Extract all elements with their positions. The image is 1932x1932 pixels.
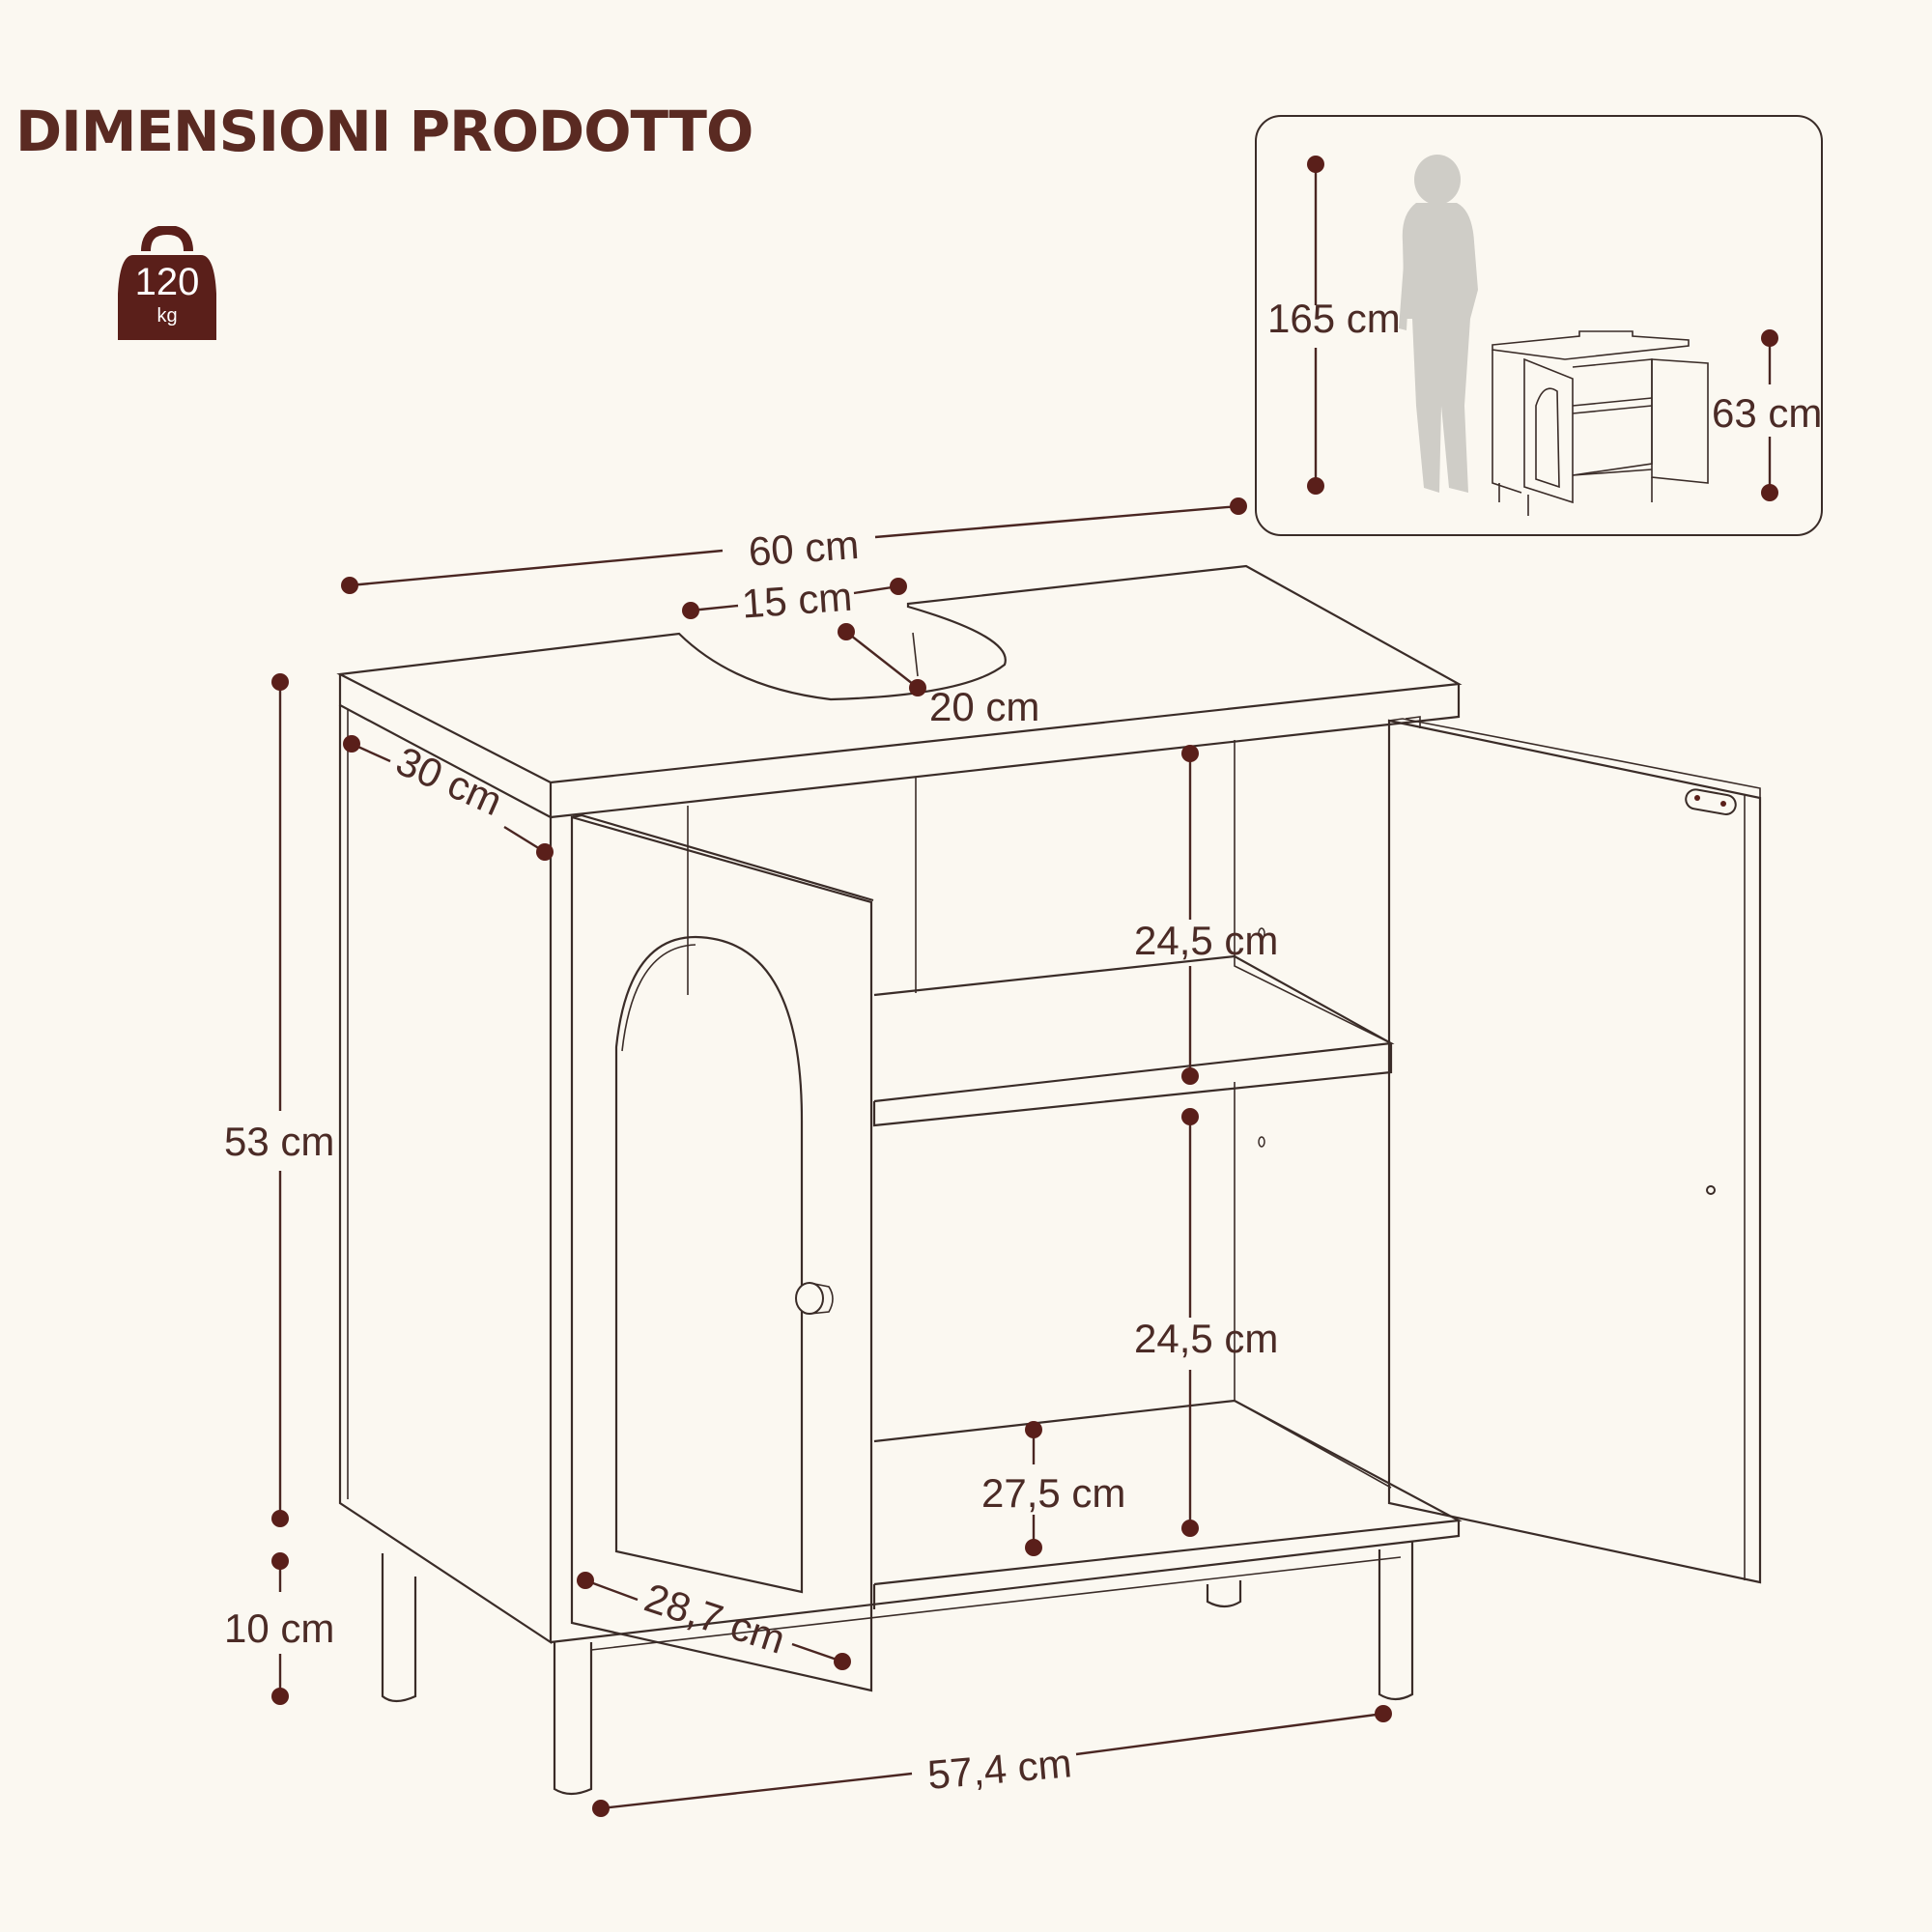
base-gap-label: 27,5 cm [981,1470,1125,1516]
dim-base-gap: 27,5 cm [981,1421,1125,1556]
dim-cutout-width: 15 cm [682,574,907,627]
inset-cabinet [1492,330,1709,516]
right-door [1387,718,1762,1584]
depth-label: 30 cm [389,738,509,824]
dim-width-top: 60 cm [341,497,1247,594]
dim-body-height: 53 cm [224,673,334,1527]
inset-cabinet-height-label: 63 cm [1712,390,1822,436]
weight-unit: kg [156,305,178,327]
weight-badge: 120 kg [114,224,220,342]
shelf-lower-label: 24,5 cm [1134,1316,1278,1361]
cutout-depth-label: 20 cm [929,684,1039,729]
dim-bottom-width: 57,4 cm [592,1705,1392,1817]
page-title: DIMENSIONI PRODOTTO [15,99,753,164]
person-height-label: 165 cm [1267,296,1401,341]
dim-shelf-upper: 24,5 cm [1134,745,1278,1085]
leg-height-label: 10 cm [224,1605,334,1651]
dim-shelf-lower: 24,5 cm [1134,1108,1278,1537]
body-height-label: 53 cm [224,1119,334,1164]
shelf-upper-label: 24,5 cm [1134,918,1278,963]
weight-value: 120 [134,261,200,303]
person-silhouette-icon [1399,155,1478,493]
scale-inset: 165 cm 63 cm [1255,115,1823,536]
cabinet-body [336,564,1463,1796]
weight-icon [118,224,216,340]
width-top-label: 60 cm [747,522,860,575]
cutout-width-label: 15 cm [740,574,853,627]
dim-cutout-depth: 20 cm [838,623,1039,729]
bottom-width-label: 57,4 cm [925,1740,1073,1798]
dim-leg-height: 10 cm [224,1552,334,1705]
dim-depth: 30 cm [343,735,554,861]
door-width-label: 28,7 cm [639,1575,791,1662]
left-door [570,813,874,1692]
